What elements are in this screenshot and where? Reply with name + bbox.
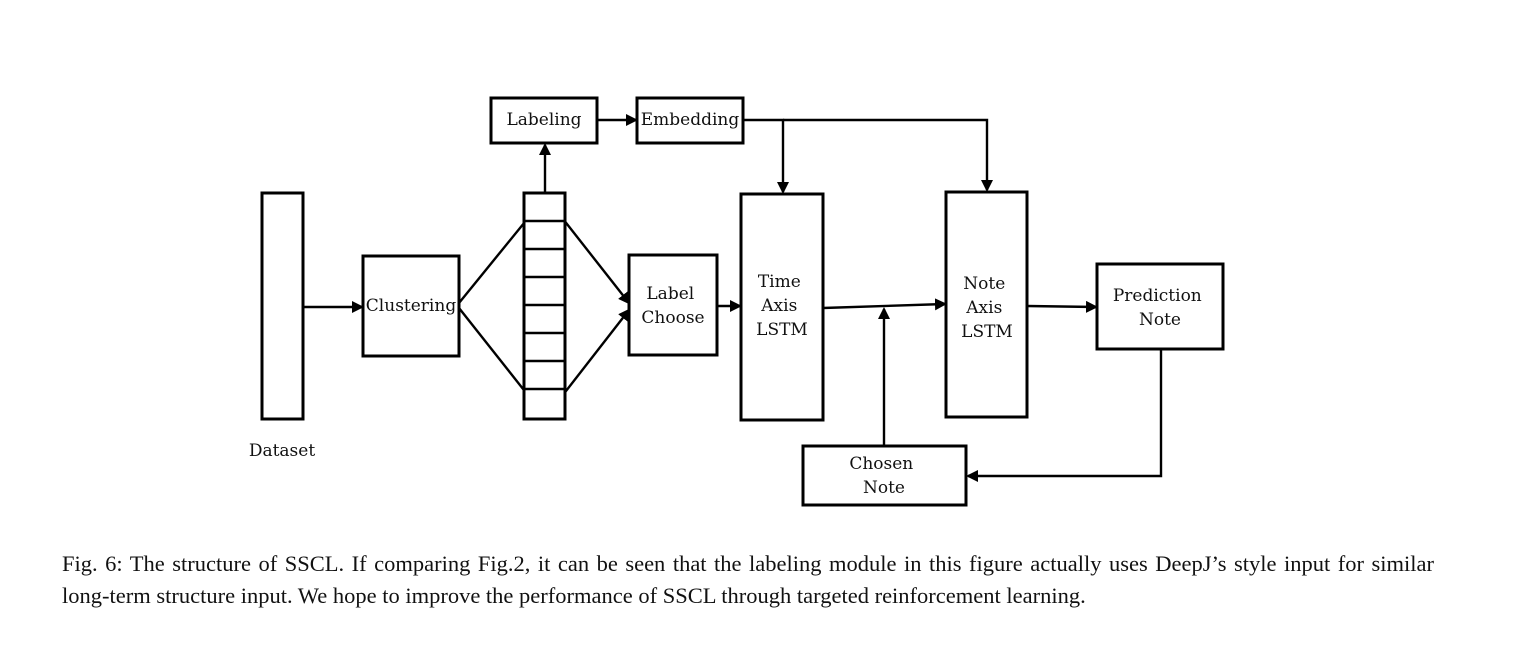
edge-note-lstm-prediction [1026, 300, 1098, 313]
note-axis-lstm-label: Note Axis LSTM [961, 274, 1013, 342]
label-choose-label: Label Choose [641, 284, 704, 328]
edges [303, 114, 1163, 482]
node-label-choose: Label Choose [627, 253, 719, 357]
label-array-dividers [524, 219, 565, 391]
edge-prediction-chosen-note [966, 349, 1163, 482]
labeling-label: Labeling [506, 110, 581, 130]
node-embedding: Embedding [635, 96, 745, 145]
node-chosen-note: Chosen Note [801, 444, 968, 507]
node-note-axis-lstm: Note Axis LSTM [944, 190, 1029, 419]
time-axis-lstm-label: Time Axis LSTM [756, 272, 808, 340]
node-time-axis-lstm: Time Axis LSTM [739, 192, 825, 422]
chosen-note-label: Chosen Note [849, 454, 918, 498]
sscl-structure-diagram: Dataset Clustering Labeling Embedding La… [249, 96, 1225, 507]
dataset-label: Dataset [249, 441, 316, 461]
edge-embedding-time-lstm [743, 118, 789, 194]
edge-embedding-note-lstm [783, 118, 993, 192]
node-clustering: Clustering [361, 254, 461, 358]
embedding-label: Embedding [641, 110, 740, 130]
node-label-array [522, 191, 567, 421]
clustering-label: Clustering [366, 296, 457, 316]
prediction-note-label: Prediction Note [1113, 286, 1207, 330]
node-dataset: Dataset [249, 191, 316, 461]
node-labeling: Labeling [489, 96, 599, 145]
edge-time-lstm-note-lstm [822, 298, 947, 311]
figure-caption: Fig. 6: The structure of SSCL. If compar… [62, 551, 1434, 608]
node-prediction-note: Prediction Note [1095, 262, 1225, 351]
